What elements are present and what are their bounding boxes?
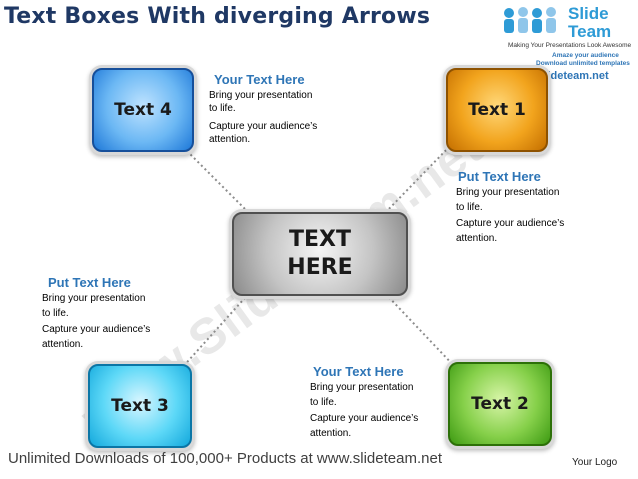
note-left-line: Bring your presentation <box>42 293 146 304</box>
arrow-to-text2 <box>381 289 457 369</box>
logo-tagline-2: Amaze your audience <box>552 52 619 59</box>
logo-slide-text: Slide <box>568 4 609 23</box>
text-box-4: Text 4 <box>92 68 194 152</box>
note-right-line: attention. <box>456 233 498 244</box>
people-logo-icon <box>504 7 556 33</box>
text-box-1-label: Text 1 <box>468 100 526 120</box>
center-box-line-1: TEXT <box>288 227 351 252</box>
logo-team-text: Team <box>568 22 612 41</box>
your-logo-placeholder: Your Logo <box>572 457 618 468</box>
note-right-line: to life. <box>456 202 483 213</box>
center-box-line-2: HERE <box>287 255 353 280</box>
note-top-title: Your Text Here <box>214 72 305 87</box>
center-text-box: TEXT HERE <box>232 212 408 296</box>
note-left-title: Put Text Here <box>48 275 131 290</box>
arrow-to-text1 <box>381 143 453 217</box>
note-top-line: to life. <box>209 103 236 114</box>
text-box-3-label: Text 3 <box>111 396 169 416</box>
note-bottom-line: Capture your audience’s <box>310 413 419 424</box>
logo-tagline: Making Your Presentations Look Awesome <box>508 42 632 49</box>
footer-text: Unlimited Downloads of 100,000+ Products… <box>8 450 442 467</box>
note-left-line: Capture your audience’s <box>42 324 151 335</box>
arrow-to-text4 <box>179 143 253 217</box>
text-box-2: Text 2 <box>448 362 552 446</box>
note-bottom-title: Your Text Here <box>313 364 404 379</box>
note-top-line: Capture your audience’s <box>209 121 318 132</box>
note-top-line: attention. <box>209 134 251 145</box>
page-title: Text Boxes With diverging Arrows <box>4 4 431 29</box>
note-right-line: Bring your presentation <box>456 187 560 198</box>
text-box-3: Text 3 <box>88 364 192 448</box>
note-bottom-line: Bring your presentation <box>310 382 414 393</box>
note-right-line: Capture your audience’s <box>456 218 565 229</box>
text-box-4-label: Text 4 <box>114 100 172 120</box>
logo-tagline-3: Download unlimited templates <box>536 60 630 67</box>
text-box-2-label: Text 2 <box>471 394 529 414</box>
note-top-line: Bring your presentation <box>209 90 313 101</box>
text-box-1: Text 1 <box>446 68 548 152</box>
note-left-line: to life. <box>42 308 69 319</box>
note-left-line: attention. <box>42 339 84 350</box>
note-bottom-line: attention. <box>310 428 352 439</box>
note-right-title: Put Text Here <box>458 169 541 184</box>
note-bottom-line: to life. <box>310 397 337 408</box>
